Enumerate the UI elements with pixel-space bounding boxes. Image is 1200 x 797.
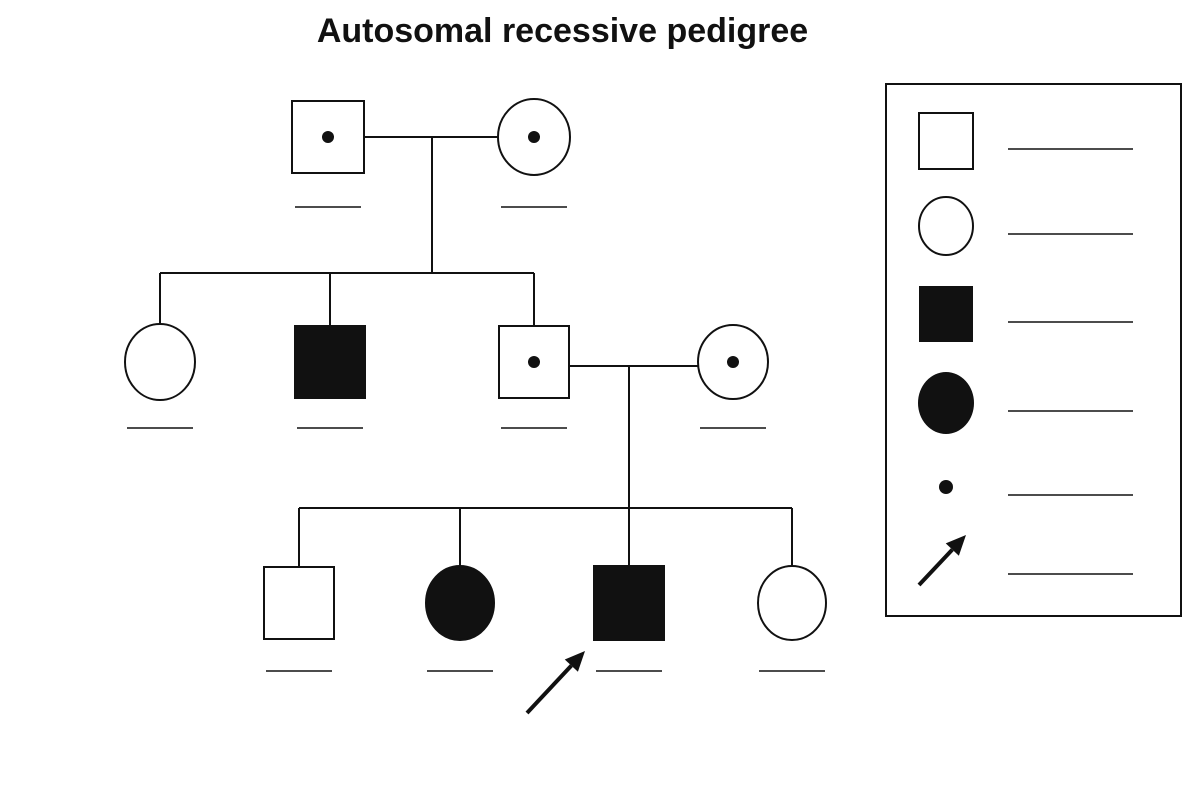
affected-female-icon (918, 372, 974, 434)
proband-arrow-icon (917, 535, 966, 587)
legend-box (885, 83, 1182, 617)
legend-frame (885, 83, 1182, 617)
female-symbol-icon (918, 196, 974, 256)
affected-male-icon (919, 286, 973, 342)
individual-ii-2 (294, 325, 366, 399)
carrier-dot-icon (528, 131, 540, 143)
label-blanks (127, 206, 825, 672)
affected-female-symbol (425, 565, 495, 641)
individual-i-2 (497, 98, 571, 176)
male-symbol (263, 566, 335, 640)
carrier-dot-icon (528, 356, 540, 368)
legend-entry (918, 196, 1133, 256)
relationship-lines (159, 136, 793, 567)
individual-iii-2 (425, 565, 495, 641)
page-title: Autosomal recessive pedigree (316, 12, 809, 50)
pedigree-members (124, 98, 827, 715)
individual-iii-3 (525, 565, 665, 715)
affected-male-symbol (294, 325, 366, 399)
arrow-shaft (917, 548, 954, 587)
individual-iii-4 (757, 565, 827, 641)
arrow-shaft (525, 664, 573, 715)
individual-ii-1 (124, 323, 196, 401)
arrow-head (564, 651, 585, 672)
arrow-head (945, 535, 966, 556)
legend-entry (917, 535, 1133, 587)
female-symbol (124, 323, 196, 401)
individual-i-1 (291, 100, 365, 174)
legend-entry (918, 112, 1133, 170)
individual-ii-4 (697, 324, 769, 400)
female-symbol (757, 565, 827, 641)
individual-ii-3 (498, 325, 570, 399)
legend-entry (939, 480, 1133, 496)
proband-arrow-icon (525, 651, 585, 715)
carrier-dot-icon (322, 131, 334, 143)
legend-entry (918, 372, 1133, 434)
individual-iii-1 (263, 566, 335, 640)
legend-entry (919, 286, 1133, 342)
male-symbol-icon (918, 112, 974, 170)
carrier-dot-icon (939, 480, 953, 494)
affected-male-symbol (593, 565, 665, 641)
carrier-dot-icon (727, 356, 739, 368)
